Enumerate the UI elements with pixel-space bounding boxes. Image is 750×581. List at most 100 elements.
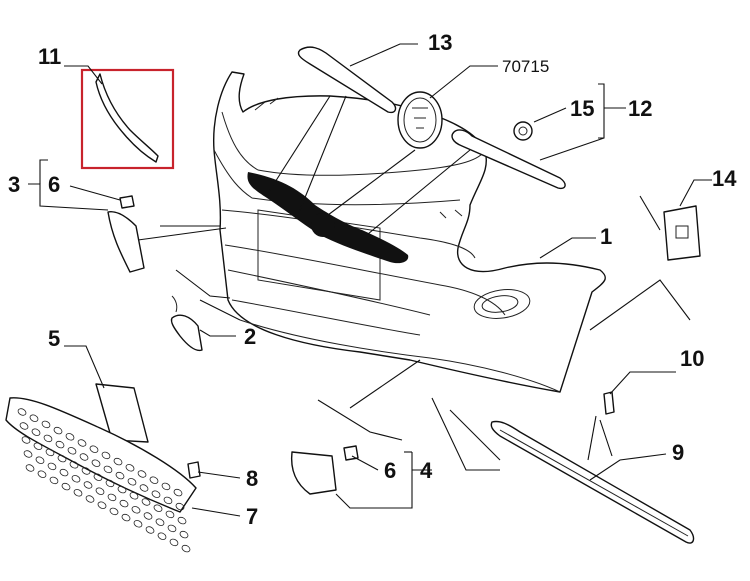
mesh-cell: [29, 414, 39, 422]
bracket-14: [663, 205, 701, 261]
clip-15: [513, 121, 533, 141]
label-code: 70715: [502, 57, 549, 76]
mesh-cell: [53, 426, 63, 435]
side-bracket: [80, 68, 175, 170]
label-9: 9: [672, 440, 684, 465]
clip-10: [603, 391, 615, 415]
highlight-box: [80, 68, 175, 170]
mesh-cell: [103, 465, 113, 474]
mesh-cell: [129, 492, 139, 500]
label-8: 8: [246, 466, 258, 491]
mesh-cell: [19, 422, 29, 430]
label-14: 14: [712, 166, 737, 191]
mesh-cell: [161, 482, 171, 491]
mesh-cell: [173, 488, 183, 497]
bracket-4: [290, 451, 337, 495]
mesh-cell: [169, 538, 179, 547]
mesh-cell: [71, 475, 81, 483]
mesh-cell: [45, 448, 55, 457]
mesh-cell: [79, 453, 89, 461]
bracket-3: [107, 211, 145, 273]
label-15: 15: [570, 96, 594, 121]
label-13: 13: [428, 30, 452, 55]
mesh-cell: [97, 501, 107, 509]
mesh-cell: [131, 506, 141, 514]
mesh-cell: [179, 530, 189, 539]
mesh-cell: [165, 510, 175, 519]
mesh-cell: [23, 450, 33, 458]
label-6-right: 6: [384, 458, 396, 483]
mesh-cell: [77, 439, 87, 447]
mesh-cell: [141, 498, 151, 506]
mesh-cell: [81, 467, 91, 475]
mesh-cell: [117, 485, 127, 494]
mesh-cell: [35, 456, 45, 464]
mesh-cell: [145, 526, 155, 534]
label-4: 4: [420, 458, 433, 483]
mesh-cell: [143, 512, 153, 520]
mesh-cell: [115, 471, 125, 480]
label-12: 12: [628, 96, 652, 121]
mesh-cell: [133, 520, 143, 528]
mesh-cell: [139, 484, 149, 492]
mesh-cell: [91, 459, 101, 467]
mesh-cell: [59, 468, 69, 477]
label-1: 1: [600, 224, 612, 249]
clip-8: [187, 461, 201, 479]
lower-grille-mesh: [5, 397, 197, 553]
mesh-cell: [31, 428, 41, 436]
mesh-cell: [83, 481, 93, 489]
mesh-pattern: [17, 408, 191, 553]
lower-strip: [490, 420, 695, 544]
mesh-cell: [177, 516, 187, 525]
lower-trim-strip: [451, 129, 566, 190]
label-3: 3: [8, 172, 20, 197]
mesh-cell: [85, 495, 95, 503]
mesh-cell: [125, 464, 135, 472]
mesh-cell: [55, 440, 65, 449]
label-10: 10: [680, 346, 704, 371]
mesh-cell: [61, 482, 71, 491]
mesh-cell: [151, 490, 161, 498]
mesh-cell: [69, 461, 79, 469]
mesh-cell: [127, 478, 137, 486]
label-11: 11: [38, 44, 61, 69]
mesh-cell: [67, 447, 77, 455]
mesh-cell: [57, 454, 67, 463]
label-7: 7: [246, 504, 258, 529]
mesh-cell: [89, 445, 99, 453]
upper-grille-slot: [247, 172, 409, 264]
label-2: 2: [244, 324, 256, 349]
mesh-cell: [121, 513, 131, 522]
mesh-cell: [47, 462, 57, 471]
mesh-cell: [101, 451, 111, 460]
mesh-cell: [49, 476, 59, 485]
mesh-cell: [41, 420, 51, 429]
mesh-cell: [157, 532, 167, 540]
upper-trim-strip: [297, 46, 397, 114]
clip-6-left: [119, 195, 135, 209]
mesh-cell: [107, 493, 117, 502]
clip-6-right: [343, 445, 359, 461]
mesh-cell: [25, 464, 35, 472]
mesh-cell: [33, 442, 43, 450]
leader-lines: [28, 43, 712, 517]
mesh-cell: [37, 470, 47, 478]
mesh-cell: [95, 487, 105, 495]
emblem: [397, 91, 443, 149]
bracket-5: [95, 383, 149, 443]
mesh-cell: [167, 524, 177, 533]
mesh-cell: [21, 436, 31, 444]
mesh-cell: [119, 499, 129, 508]
label-5: 5: [48, 326, 60, 351]
mesh-cell: [163, 496, 173, 505]
mesh-cell: [181, 544, 191, 553]
mesh-cell: [153, 504, 163, 512]
front-bumper: [212, 71, 606, 393]
mesh-cell: [113, 457, 123, 466]
label-6-left: 6: [48, 172, 60, 197]
mesh-cell: [137, 470, 147, 478]
mesh-cell: [175, 502, 185, 511]
tow-cover: [170, 295, 203, 352]
mesh-cell: [65, 433, 75, 441]
